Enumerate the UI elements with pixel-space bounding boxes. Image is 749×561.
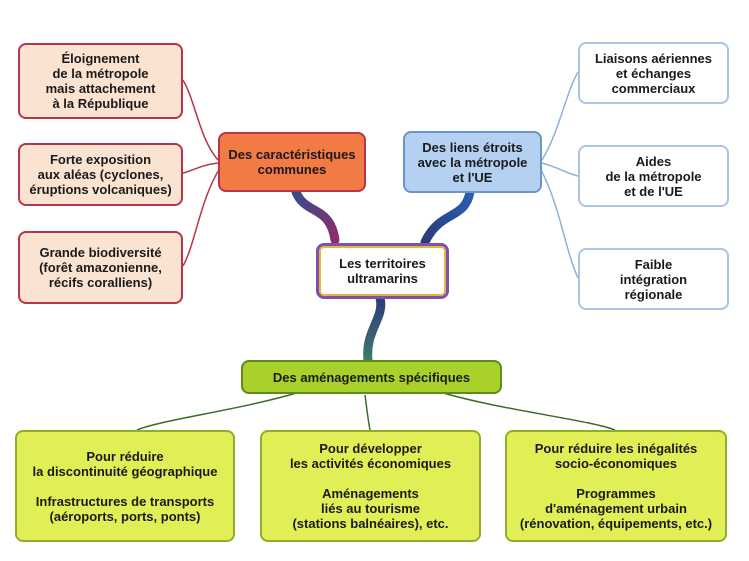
link-right-3	[539, 167, 579, 279]
bottom-item-3: Pour réduire les inégalités socio-économ…	[505, 430, 727, 542]
left-item-2-line-3: éruptions volcaniques)	[29, 182, 172, 197]
left-item-2-line-1: Forte exposition	[49, 152, 152, 167]
left-item-3-line-3: récifs coralliens)	[48, 275, 153, 290]
central-topic-line-1: Les territoires	[339, 256, 426, 271]
link-bottom-1	[136, 391, 301, 431]
left-item-1-line-4: à la République	[52, 96, 149, 111]
left-item-1: Éloignement de la métropole mais attache…	[18, 43, 183, 119]
link-left-2	[182, 162, 219, 174]
link-right-2	[541, 162, 579, 177]
left-branch-title-line-1: Des caractéristiques	[228, 147, 356, 162]
bottom-item-2-detail-line-2: liés au tourisme	[321, 501, 420, 516]
link-bottom-3	[439, 391, 616, 431]
bottom-item-1-detail-line-2: (aéroports, ports, ponts)	[49, 508, 201, 524]
bottom-branch-title-text: Des aménagements spécifiques	[272, 369, 471, 385]
left-item-3: Grande biodiversité (forêt amazonienne, …	[18, 231, 183, 304]
bottom-item-3-heading-line-1: Pour réduire les inégalités	[534, 441, 698, 456]
right-item-2-line-3: et de l'UE	[624, 183, 683, 199]
left-branch-title-line-2: communes	[257, 162, 327, 177]
left-item-2: Forte exposition aux aléas (cyclones, ér…	[18, 143, 183, 206]
right-item-2-line-2: de la métropole	[605, 168, 702, 184]
trunk-left	[291, 187, 340, 245]
left-branch-title: Des caractéristiques communes	[218, 132, 366, 192]
link-bottom-2	[364, 394, 371, 431]
bottom-item-3-heading-line-2: socio-économiques	[554, 456, 678, 471]
bottom-item-3-detail-line-3: (rénovation, équipements, etc.)	[519, 516, 713, 531]
right-item-1: Liaisons aériennes et échanges commercia…	[578, 42, 729, 104]
right-branch-title: Des liens étroits avec la métropole et l…	[403, 131, 542, 193]
right-item-3: Faible intégration régionale	[578, 248, 729, 310]
left-item-3-line-1: Grande biodiversité	[39, 245, 162, 260]
trunk-bottom	[363, 293, 386, 365]
link-left-3	[182, 167, 221, 267]
right-item-3-line-3: régionale	[624, 286, 683, 302]
bottom-item-1-detail-line-1: Infrastructures de transports	[35, 493, 215, 509]
bottom-item-2: Pour développer les activités économique…	[260, 430, 481, 542]
bottom-item-1-heading-line-1: Pour réduire	[86, 448, 164, 464]
right-branch-title-line-1: Des liens étroits	[422, 139, 523, 155]
bottom-item-2-heading-line-2: les activités économiques	[289, 456, 452, 471]
bottom-item-1: Pour réduire la discontinuité géographiq…	[15, 430, 235, 542]
trunk-right	[420, 187, 475, 247]
link-left-1	[182, 79, 219, 161]
right-item-3-line-1: Faible	[634, 256, 673, 272]
right-item-2-line-1: Aides	[635, 153, 672, 169]
right-branch-title-line-3: et l'UE	[452, 169, 493, 185]
right-item-2: Aides de la métropole et de l'UE	[578, 145, 729, 207]
bottom-branch-title: Des aménagements spécifiques	[241, 360, 502, 394]
left-item-2-line-2: aux aléas (cyclones,	[37, 167, 164, 182]
right-branch-title-line-2: avec la métropole	[417, 154, 528, 170]
bottom-item-1-heading-line-2: la discontinuité géographique	[32, 463, 218, 479]
link-right-1	[541, 71, 579, 161]
bottom-item-2-heading-line-1: Pour développer	[319, 441, 422, 456]
central-topic-line-2: ultramarins	[347, 271, 418, 286]
central-topic: Les territoires ultramarins	[316, 243, 449, 299]
right-item-1-line-3: commerciaux	[611, 80, 696, 96]
bottom-item-3-detail-line-1: Programmes	[576, 486, 656, 501]
left-item-1-line-2: de la métropole	[52, 66, 149, 81]
right-item-1-line-2: et échanges	[615, 65, 692, 81]
bottom-item-2-detail-line-1: Aménagements	[322, 486, 419, 501]
left-item-1-line-1: Éloignement	[61, 51, 140, 66]
right-item-1-line-1: Liaisons aériennes	[594, 50, 713, 66]
left-item-3-line-2: (forêt amazonienne,	[39, 260, 162, 275]
bottom-item-2-detail-line-3: (stations balnéaires), etc.	[292, 516, 449, 531]
right-item-3-line-2: intégration	[619, 271, 688, 287]
left-item-1-line-3: mais attachement	[45, 81, 156, 96]
bottom-item-3-detail-line-2: d'aménagement urbain	[545, 501, 687, 516]
